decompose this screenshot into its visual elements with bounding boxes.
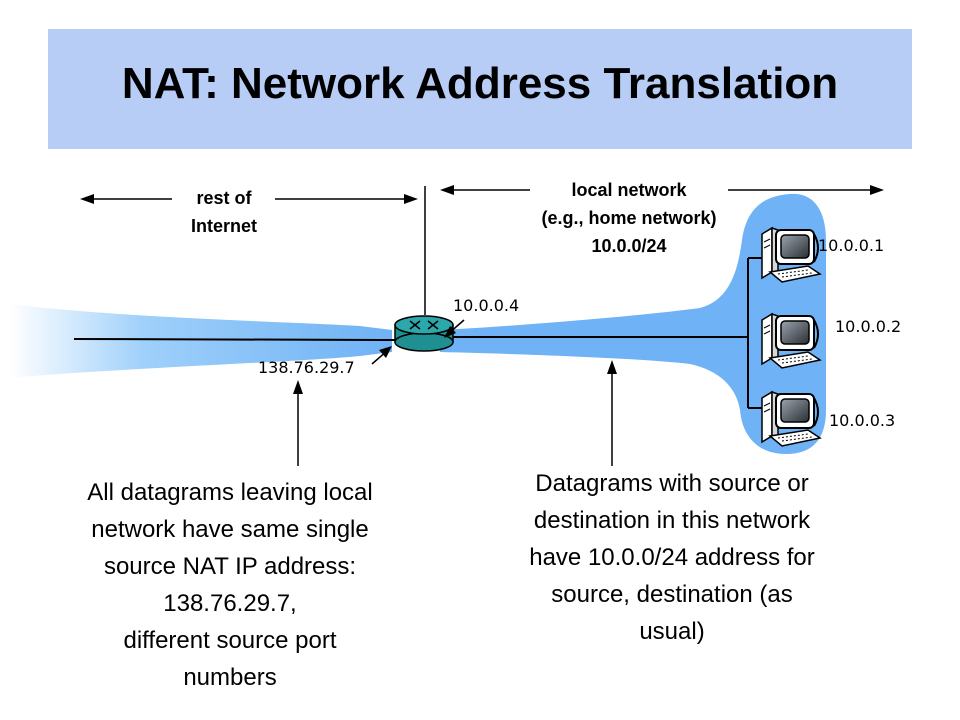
- local-network-region: [440, 193, 826, 454]
- left-annotation-arrow: [293, 380, 303, 466]
- right-annotation-arrow: [607, 360, 617, 466]
- host1-address: 10.0.0.1: [818, 236, 885, 255]
- router-public-address: 138.76.29.7: [258, 358, 355, 377]
- title-band: [48, 29, 912, 149]
- rest-of-internet-arrow: [80, 194, 418, 204]
- private-address-pointer: [444, 319, 465, 338]
- local-network-arrow: [440, 185, 884, 195]
- router-private-address: 10.0.0.4: [453, 296, 520, 315]
- internet-cloud-left: [10, 304, 392, 378]
- local-network-label: local network (e.g., home network) 10.0.…: [541, 180, 717, 256]
- left-annotation: All datagrams leaving local network have…: [87, 479, 373, 691]
- public-address-pointer: [371, 346, 392, 365]
- rest-of-internet-label: rest of Internet: [190, 188, 257, 236]
- host2-address: 10.0.0.2: [835, 317, 902, 336]
- host3-address: 10.0.0.3: [829, 411, 896, 430]
- internet-link: [73, 338, 396, 341]
- page-title: NAT: Network Address Translation: [121, 59, 839, 108]
- right-annotation: Datagrams with source or destination in …: [529, 470, 815, 645]
- router-icon: [394, 315, 454, 352]
